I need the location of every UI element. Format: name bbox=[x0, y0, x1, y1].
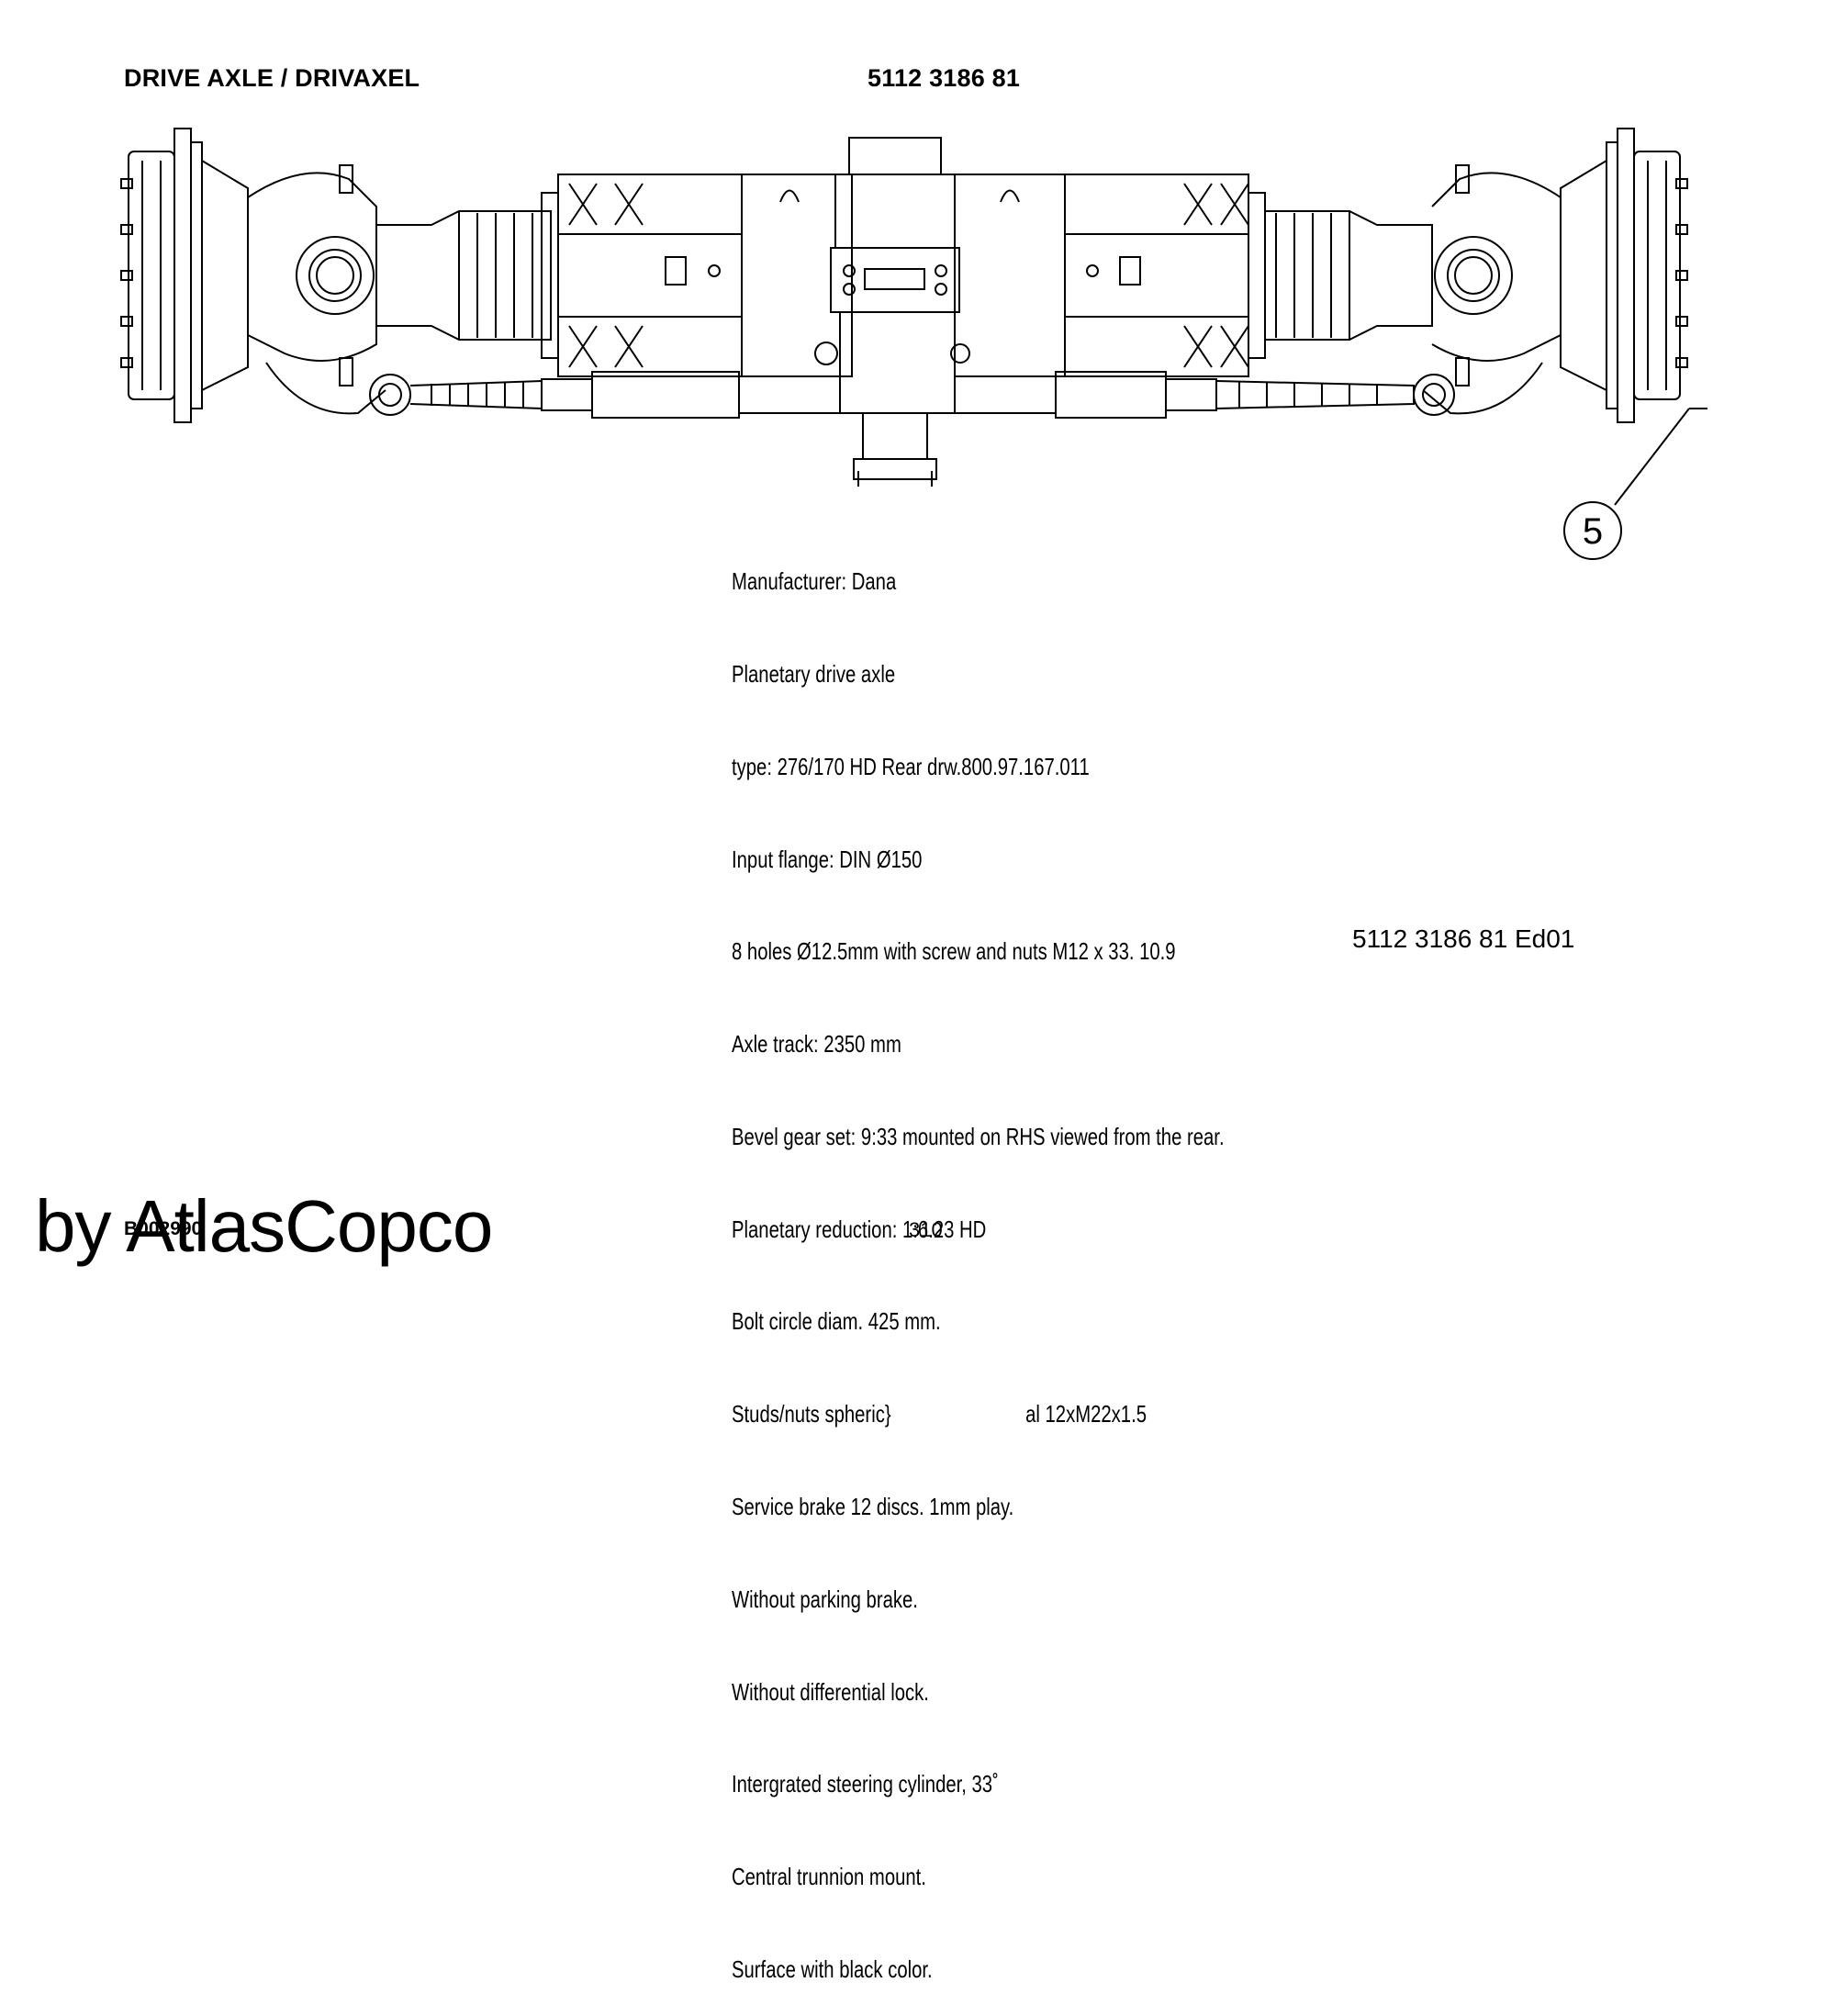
brand-watermark: by AtlasCopco bbox=[35, 1185, 493, 1267]
part-number: 5112 3186 81 bbox=[868, 64, 1021, 92]
spec-line: Planetary reduction: 1:6.23 HD bbox=[732, 1215, 987, 1243]
spec-line: Axle track: 2350 mm bbox=[732, 1030, 901, 1058]
right-wheel-hub bbox=[1560, 128, 1688, 423]
specification-list: Manufacturer: Dana Planetary drive axle … bbox=[732, 505, 1225, 2016]
edition-label: 5112 3186 81 Ed01 bbox=[1352, 924, 1575, 953]
left-steering-knuckle bbox=[247, 164, 386, 415]
spec-line: 8 holes Ø12.5mm with screw and nuts M12 … bbox=[732, 937, 1176, 966]
drive-axle-drawing bbox=[120, 128, 1688, 487]
spec-line: Central trunnion mount. bbox=[732, 1863, 926, 1891]
spec-line: Bevel gear set: 9:33 mounted on RHS view… bbox=[732, 1122, 1225, 1150]
page-number: 310 bbox=[909, 1218, 943, 1241]
left-brake-housing bbox=[557, 174, 853, 377]
callout-number: 5 bbox=[1583, 511, 1603, 552]
spec-line: Service brake 12 discs. 1mm play. bbox=[732, 1493, 1014, 1520]
center-differential bbox=[814, 137, 970, 487]
spec-line: Studs/nuts spheric} al 12xM22x1.5 bbox=[732, 1400, 1148, 1428]
spec-line: Without differential lock. bbox=[732, 1677, 929, 1706]
spec-line: Bolt circle diam. 425 mm. bbox=[732, 1307, 941, 1336]
spec-line: Manufacturer: Dana bbox=[732, 567, 897, 596]
steering-tie-rods bbox=[369, 371, 1455, 419]
spec-line: type: 276/170 HD Rear drw.800.97.167.011 bbox=[732, 752, 1090, 780]
page-title: DRIVE AXLE / DRIVAXEL bbox=[124, 64, 420, 92]
callout-5: 5 bbox=[1563, 408, 1707, 560]
spec-line: Planetary drive axle bbox=[732, 659, 896, 688]
right-axle-tube bbox=[1248, 192, 1433, 359]
right-brake-housing bbox=[954, 174, 1249, 377]
spec-line: Surface with black color. bbox=[732, 1954, 933, 1983]
left-axle-tube bbox=[376, 192, 559, 359]
spec-line: Input flange: DIN Ø150 bbox=[732, 845, 923, 873]
spec-line: Without parking brake. bbox=[732, 1585, 918, 1613]
spec-line: Intergrated steering cylinder, 33˚ bbox=[732, 1770, 999, 1798]
left-wheel-hub bbox=[120, 128, 249, 423]
document-number: B002990 bbox=[124, 1218, 203, 1239]
